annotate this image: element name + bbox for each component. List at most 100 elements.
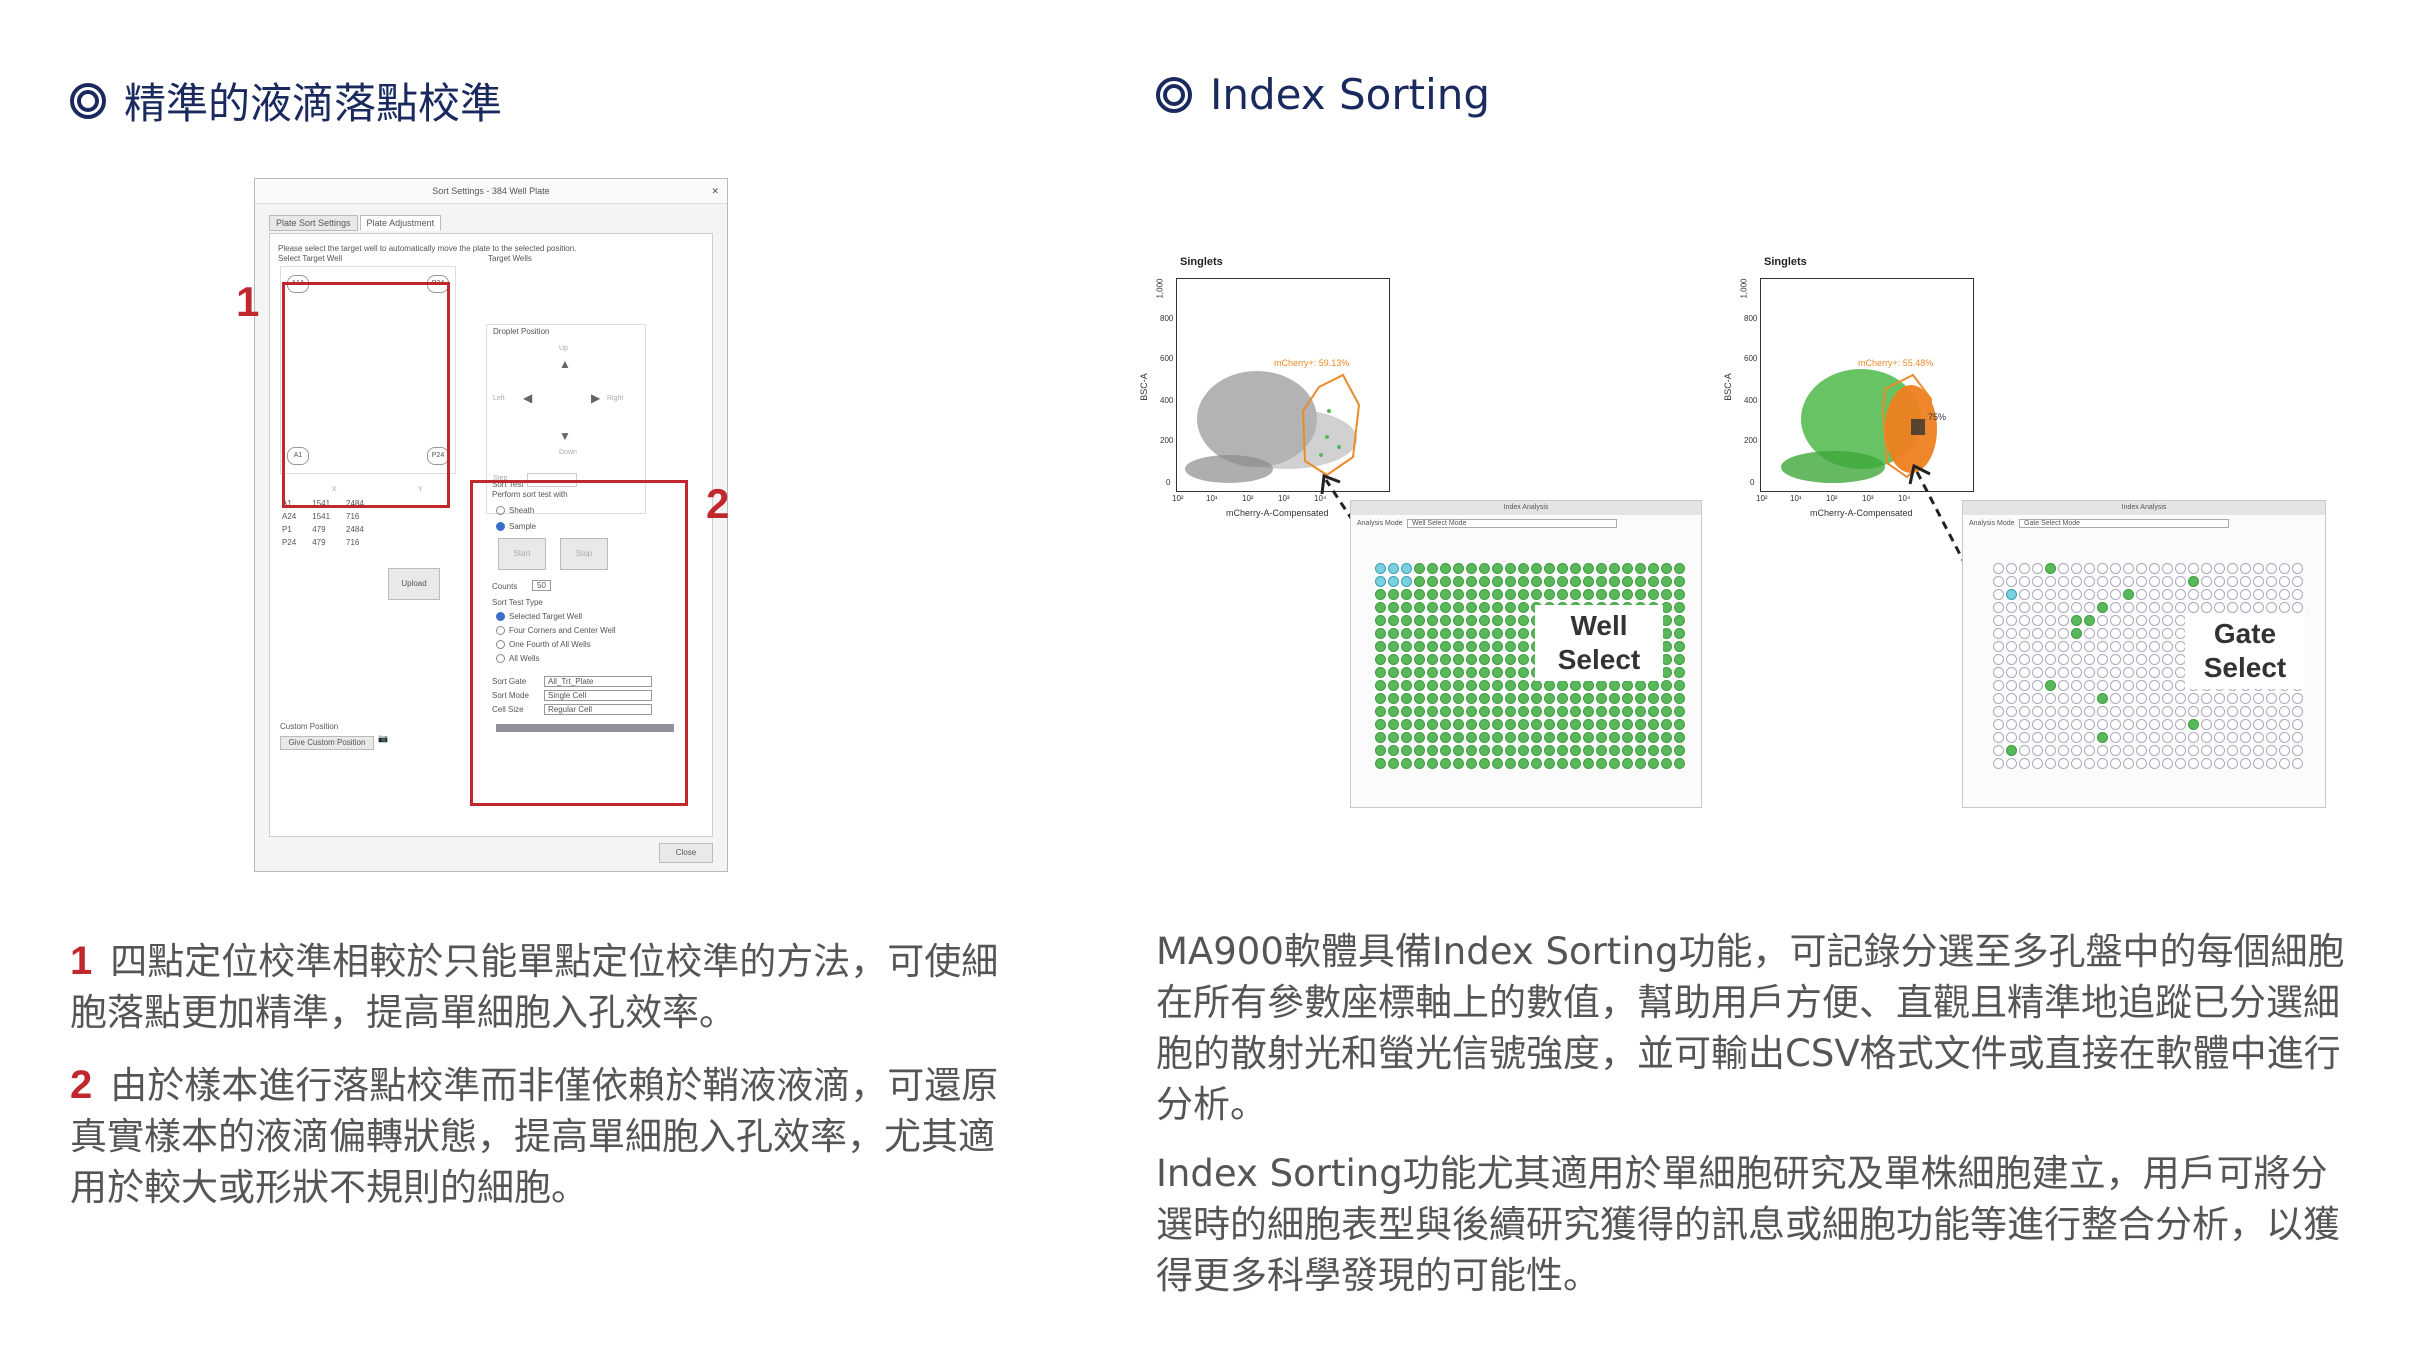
well-cell[interactable] — [1518, 576, 1529, 587]
well-cell[interactable] — [2006, 667, 2017, 678]
well-cell[interactable] — [1635, 732, 1646, 743]
well-cell[interactable] — [2084, 732, 2095, 743]
well-cell[interactable] — [1388, 693, 1399, 704]
well-cell[interactable] — [1466, 563, 1477, 574]
well-cell[interactable] — [2214, 706, 2225, 717]
well-cell[interactable] — [2032, 654, 2043, 665]
well-cell[interactable] — [2123, 615, 2134, 626]
close-icon[interactable]: ✕ — [711, 186, 719, 196]
well-cell[interactable] — [1388, 628, 1399, 639]
well-cell[interactable] — [1388, 563, 1399, 574]
well-cell[interactable] — [1531, 680, 1542, 691]
well-cell[interactable] — [2227, 758, 2238, 769]
well-cell[interactable] — [1414, 602, 1425, 613]
well-cell[interactable] — [2175, 563, 2186, 574]
well-cell[interactable] — [1993, 706, 2004, 717]
well-cell[interactable] — [1622, 745, 1633, 756]
well-cell[interactable] — [1401, 719, 1412, 730]
well-cell[interactable] — [2162, 745, 2173, 756]
well-cell[interactable] — [1440, 667, 1451, 678]
well-cell[interactable] — [1440, 654, 1451, 665]
well-cell[interactable] — [2149, 745, 2160, 756]
well-cell[interactable] — [2006, 563, 2017, 574]
well-cell[interactable] — [1570, 563, 1581, 574]
well-cell[interactable] — [1427, 680, 1438, 691]
well-cell[interactable] — [2097, 576, 2108, 587]
well-cell[interactable] — [2110, 758, 2121, 769]
well-cell[interactable] — [1661, 706, 1672, 717]
well-cell[interactable] — [2097, 719, 2108, 730]
well-cell[interactable] — [2058, 680, 2069, 691]
well-cell[interactable] — [2084, 563, 2095, 574]
well-cell[interactable] — [1492, 693, 1503, 704]
well-cell[interactable] — [1427, 563, 1438, 574]
well-cell[interactable] — [2279, 576, 2290, 587]
well-cell[interactable] — [2097, 706, 2108, 717]
well-cell[interactable] — [2136, 706, 2147, 717]
well-cell[interactable] — [2214, 719, 2225, 730]
well-cell[interactable] — [1414, 732, 1425, 743]
well-cell[interactable] — [1492, 745, 1503, 756]
well-cell[interactable] — [1440, 563, 1451, 574]
well-cell[interactable] — [1427, 576, 1438, 587]
well-cell[interactable] — [1414, 680, 1425, 691]
well-cell[interactable] — [1453, 589, 1464, 600]
well-cell[interactable] — [1661, 732, 1672, 743]
well-cell[interactable] — [1583, 719, 1594, 730]
well-cell[interactable] — [2019, 745, 2030, 756]
well-cell[interactable] — [2266, 719, 2277, 730]
well-cell[interactable] — [2058, 628, 2069, 639]
well-cell[interactable] — [2071, 641, 2082, 652]
well-cell[interactable] — [2045, 667, 2056, 678]
well-cell[interactable] — [2253, 706, 2264, 717]
well-cell[interactable] — [1401, 641, 1412, 652]
well-cell[interactable] — [1518, 706, 1529, 717]
well-cell[interactable] — [1674, 667, 1685, 678]
well-cell[interactable] — [1648, 706, 1659, 717]
well-cell[interactable] — [1622, 732, 1633, 743]
well-cell[interactable] — [2253, 745, 2264, 756]
well-cell[interactable] — [2110, 745, 2121, 756]
well-cell[interactable] — [1661, 589, 1672, 600]
well-cell[interactable] — [1544, 719, 1555, 730]
well-cell[interactable] — [1453, 563, 1464, 574]
well-cell[interactable] — [2292, 732, 2303, 743]
well-cell[interactable] — [2071, 576, 2082, 587]
well-cell[interactable] — [2058, 667, 2069, 678]
well-cell[interactable] — [2253, 589, 2264, 600]
well-cell[interactable] — [1570, 576, 1581, 587]
well-cell[interactable] — [1479, 680, 1490, 691]
well-cell[interactable] — [2045, 589, 2056, 600]
well-cell[interactable] — [2071, 628, 2082, 639]
well-cell[interactable] — [1648, 719, 1659, 730]
well-cell[interactable] — [2084, 576, 2095, 587]
well-cell[interactable] — [1505, 745, 1516, 756]
well-cell[interactable] — [2188, 745, 2199, 756]
well-cell[interactable] — [2214, 758, 2225, 769]
well-cell[interactable] — [1622, 576, 1633, 587]
well-cell[interactable] — [1427, 758, 1438, 769]
well-cell[interactable] — [1583, 680, 1594, 691]
well-cell[interactable] — [2227, 732, 2238, 743]
well-cell[interactable] — [1648, 758, 1659, 769]
well-cell[interactable] — [2097, 563, 2108, 574]
well-cell[interactable] — [1993, 576, 2004, 587]
well-cell[interactable] — [2214, 576, 2225, 587]
well-cell[interactable] — [2032, 628, 2043, 639]
well-cell[interactable] — [2292, 693, 2303, 704]
well-cell[interactable] — [1518, 719, 1529, 730]
well-cell[interactable] — [2084, 719, 2095, 730]
stop-button[interactable]: Stop — [560, 538, 608, 570]
counts-input[interactable]: 50 — [532, 580, 551, 591]
well-cell[interactable] — [2123, 745, 2134, 756]
well-cell[interactable] — [1596, 589, 1607, 600]
well-cell[interactable] — [2136, 589, 2147, 600]
well-cell[interactable] — [2045, 602, 2056, 613]
well-cell[interactable] — [1440, 693, 1451, 704]
well-cell[interactable] — [1622, 563, 1633, 574]
arrow-up-icon[interactable]: ▲ — [559, 357, 571, 371]
well-cell[interactable] — [2032, 719, 2043, 730]
well-cell[interactable] — [2279, 719, 2290, 730]
well-cell[interactable] — [1570, 693, 1581, 704]
well-cell[interactable] — [1993, 667, 2004, 678]
